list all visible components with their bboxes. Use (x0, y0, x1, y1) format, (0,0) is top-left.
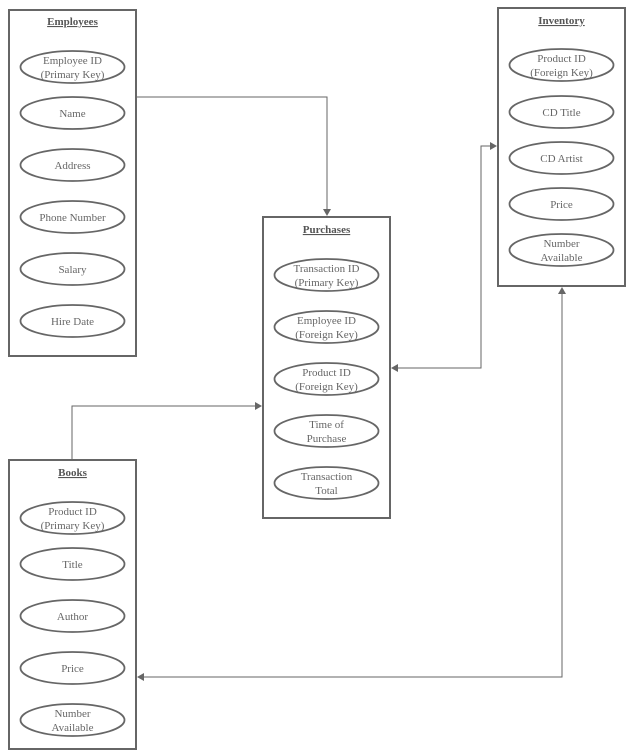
attribute-ellipse (508, 48, 615, 82)
attribute-books-1: Title (19, 547, 126, 581)
arrowhead-inventory-bottom (558, 287, 566, 294)
attribute-label: Product ID(Foreign Key) (530, 53, 593, 79)
connector-inventory-books (144, 294, 563, 678)
connector-employees-purchases (136, 96, 328, 209)
attribute-label: Name (59, 108, 85, 120)
arrowhead-purchases-end (391, 364, 398, 372)
attribute-books-2: Author (19, 599, 126, 633)
attribute-label: Title (62, 559, 83, 571)
attribute-employees-1: Name (19, 96, 126, 130)
attribute-ellipse (273, 362, 380, 396)
attribute-label: Author (57, 611, 89, 623)
attribute-label: CD Artist (540, 153, 582, 165)
attribute-ellipse (273, 310, 380, 344)
attribute-ellipse (273, 414, 380, 448)
attribute-inventory-0: Product ID(Foreign Key) (508, 48, 615, 82)
attribute-employees-5: Hire Date (19, 304, 126, 338)
entity-title-inventory: Inventory (538, 15, 585, 27)
attribute-employees-0: Employee ID(Primary Key) (19, 50, 126, 84)
attribute-employees-2: Address (19, 148, 126, 182)
attribute-ellipse (508, 233, 615, 267)
attribute-inventory-1: CD Title (508, 95, 615, 129)
attribute-ellipse (508, 187, 615, 221)
attribute-ellipse (273, 466, 380, 500)
attribute-label: Hire Date (51, 316, 94, 328)
attribute-label: Transaction ID(Primary Key) (294, 263, 360, 289)
entity-title-books: Books (58, 467, 87, 479)
attribute-ellipse (19, 50, 126, 84)
attribute-label: Phone Number (39, 212, 106, 224)
attribute-books-3: Price (19, 651, 126, 685)
arrowhead-books-end (137, 673, 144, 681)
attribute-ellipse (19, 252, 126, 286)
entity-title-purchases: Purchases (303, 224, 351, 236)
attribute-ellipse (19, 200, 126, 234)
attribute-label: Product ID(Foreign Key) (295, 367, 358, 393)
attribute-purchases-1: Employee ID(Foreign Key) (273, 310, 380, 344)
attribute-ellipse (19, 651, 126, 685)
arrowhead-employees-purchases (323, 209, 331, 216)
attribute-ellipse (19, 703, 126, 737)
entity-title-employees: Employees (47, 16, 98, 28)
attribute-label: Employee ID(Foreign Key) (295, 315, 358, 341)
attribute-label: Product ID(Primary Key) (41, 506, 105, 532)
attribute-employees-4: Salary (19, 252, 126, 286)
attribute-inventory-2: CD Artist (508, 141, 615, 175)
attribute-ellipse (19, 304, 126, 338)
attribute-books-0: Product ID(Primary Key) (19, 501, 126, 535)
connector-books-purchases (71, 405, 255, 460)
attribute-label: Price (61, 663, 84, 675)
attribute-purchases-2: Product ID(Foreign Key) (273, 362, 380, 396)
attribute-ellipse (19, 547, 126, 581)
arrowhead-inventory-end (490, 142, 497, 150)
attribute-ellipse (19, 148, 126, 182)
connector-purchases-inventory (398, 145, 490, 369)
attribute-ellipse (19, 501, 126, 535)
attribute-ellipse (273, 258, 380, 292)
attribute-employees-3: Phone Number (19, 200, 126, 234)
attribute-label: Address (54, 160, 90, 172)
attribute-ellipse (508, 95, 615, 129)
attribute-ellipse (508, 141, 615, 175)
attribute-inventory-3: Price (508, 187, 615, 221)
attribute-ellipse (19, 96, 126, 130)
attribute-purchases-0: Transaction ID(Primary Key) (273, 258, 380, 292)
attribute-label: Employee ID(Primary Key) (41, 55, 105, 81)
attribute-label: Price (550, 199, 573, 211)
attribute-label: Salary (58, 264, 87, 276)
attribute-ellipse (19, 599, 126, 633)
connectors-layer (71, 96, 566, 681)
arrowhead-books-purchases (255, 402, 262, 410)
attribute-label: CD Title (542, 107, 580, 119)
